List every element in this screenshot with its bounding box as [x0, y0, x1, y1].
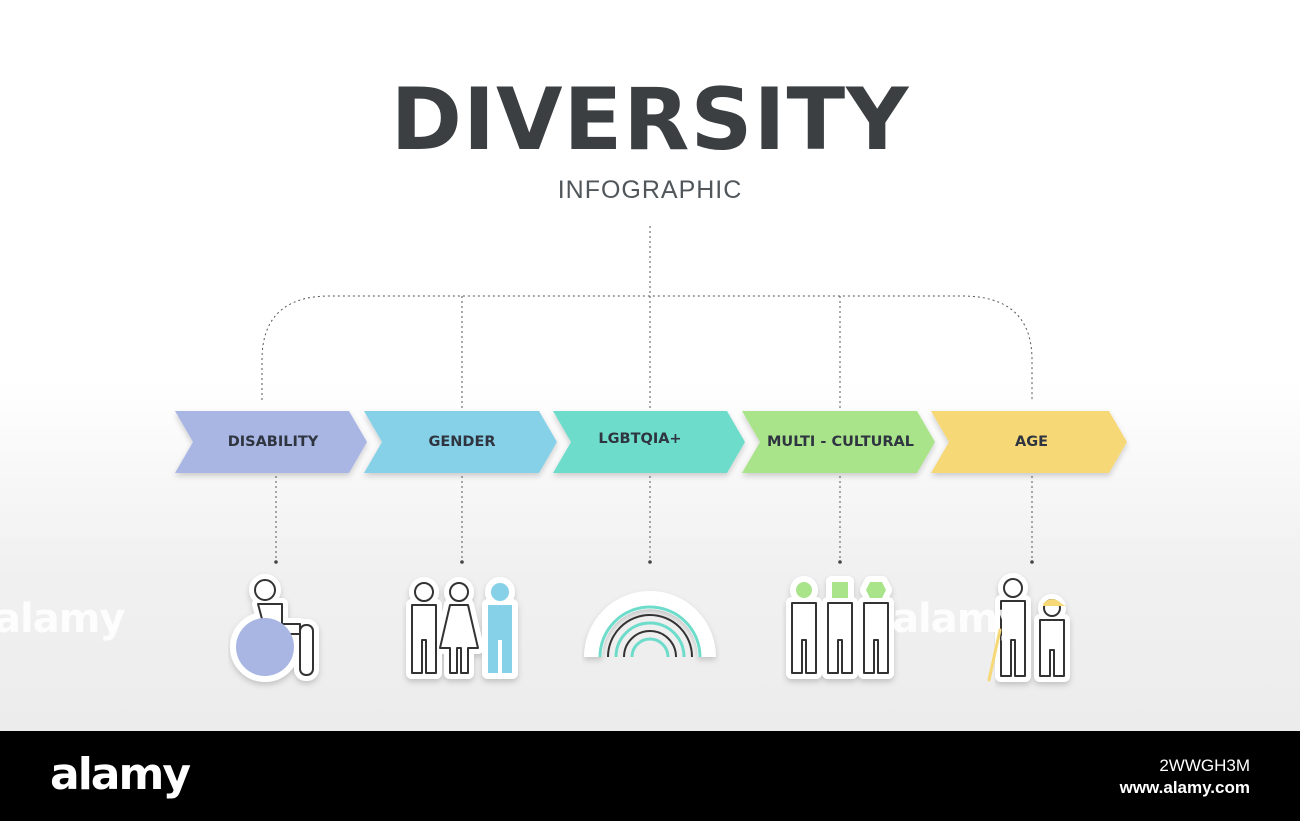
- step-arrow-age: [931, 411, 1127, 473]
- step-label-lgbtqia: LGBTQIA+: [598, 431, 682, 447]
- page-subtitle: INFOGRAPHIC: [557, 176, 743, 204]
- multicultural-people-icon: [786, 576, 894, 679]
- step-label-multicultural: MULTI - CULTURAL: [767, 434, 914, 450]
- gender-people-icon: [406, 577, 518, 679]
- site-url: www.alamy.com: [1119, 778, 1250, 797]
- step-arrow-lgbtqia: [553, 411, 745, 473]
- watermark-right: alamy: [892, 596, 1023, 642]
- step-arrow-gender: [364, 411, 557, 473]
- footer-bar: alamy 2WWGH3M www.alamy.com: [0, 731, 1300, 821]
- elderly-person-icon: [987, 573, 1070, 682]
- connector-lines: [261, 226, 1033, 562]
- step-arrow-disability: [175, 411, 367, 473]
- step-label-gender: GENDER: [428, 434, 496, 450]
- footer-logo: alamy: [50, 749, 191, 800]
- footer-image-info: 2WWGH3M www.alamy.com: [1120, 755, 1250, 799]
- diversity-diagram: [175, 226, 1127, 682]
- image-id: 2WWGH3M: [1159, 756, 1250, 775]
- wheelchair-user-icon: [230, 574, 319, 682]
- connector-dots: [274, 560, 1034, 564]
- wheel-shape: [236, 618, 294, 676]
- watermark-left: alamy: [0, 596, 125, 642]
- step-label-age: AGE: [1014, 434, 1049, 450]
- step-label-disability: DISABILITY: [227, 434, 319, 450]
- page-title: DIVERSITY: [390, 70, 910, 170]
- step-arrow-multicultural: [742, 411, 935, 473]
- rainbow-icon: [584, 591, 716, 658]
